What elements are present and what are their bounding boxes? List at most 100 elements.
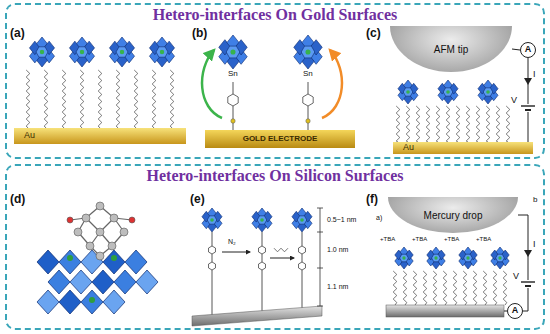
alkyl-chain [443, 271, 447, 305]
node-text: GOLD ELECTRODE [243, 135, 318, 144]
alkyl-chain [506, 106, 510, 142]
heteroatom [446, 90, 450, 94]
atom [86, 242, 94, 250]
current-arrow [524, 78, 532, 85]
bond [317, 268, 323, 269]
alkyl-chain [396, 106, 400, 142]
octahedron [496, 254, 505, 262]
sulfur-atom [306, 119, 310, 123]
dimension-label: 1.1 nm [327, 283, 348, 290]
polyoxometalate-cluster [459, 247, 477, 269]
heteroatom [486, 90, 490, 94]
heteroatom [210, 218, 214, 222]
section-panel: Hetero-interfaces On Silicon SurfacesMer… [5, 164, 545, 330]
node-text: AFM tip [434, 44, 468, 55]
octahedron [156, 47, 168, 57]
alkyl-chain [423, 271, 427, 305]
polyoxometalate-cluster [491, 247, 509, 269]
alkyl-chain [436, 106, 440, 142]
octahedron [136, 270, 158, 294]
ammeter-symbol: A [520, 42, 536, 58]
atom [96, 228, 104, 236]
atom [96, 202, 104, 210]
silicon-substrate [386, 305, 504, 317]
alkyl-chain [134, 70, 138, 128]
alkyl-chain [403, 271, 407, 305]
alkyl-chain [453, 271, 457, 305]
heteroatom [434, 256, 437, 259]
alkyl-chain [476, 106, 480, 142]
panel-letter: (d) [10, 193, 25, 205]
atom [67, 217, 73, 223]
alkyl-chain [496, 106, 500, 142]
polyoxometalate-cluster [29, 37, 54, 67]
counterion-label: +TBA [444, 236, 459, 242]
ammeter-symbol: A [507, 303, 523, 319]
atom [110, 214, 118, 222]
bond [262, 254, 263, 262]
heteroatom [305, 49, 310, 54]
panel-a-figure [26, 37, 174, 128]
voltage-label: V [513, 272, 519, 281]
bond [308, 82, 309, 94]
polyoxometalate-cluster [395, 247, 413, 269]
phenyl-ring [228, 94, 238, 106]
octahedron [70, 270, 92, 294]
wire-gap [520, 280, 536, 288]
bond [302, 232, 303, 246]
octahedron [37, 250, 59, 274]
node-text: Au [24, 131, 35, 141]
bond [262, 270, 263, 311]
alkyl-chain [473, 271, 477, 305]
reaction-arrow [222, 252, 250, 253]
current-label: I [533, 70, 536, 79]
polyoxometalate-cluster [398, 80, 418, 104]
octahedron [403, 88, 413, 96]
atom [82, 214, 90, 222]
phenyl-ring [299, 246, 306, 254]
pom-structure [37, 202, 158, 314]
polyoxometalate-cluster [294, 35, 322, 69]
heteroatom [89, 297, 95, 303]
current-arrow [524, 250, 532, 257]
phenyl-ring [259, 262, 266, 270]
alkyl-chain [406, 106, 410, 142]
octahedron [116, 47, 128, 57]
counterion-label: +TBA [380, 236, 395, 242]
alkyl-chain [152, 70, 156, 128]
sulfur-atom [231, 119, 235, 123]
octahedron [226, 46, 240, 58]
alkyl-chain [274, 248, 288, 252]
atom [96, 252, 104, 260]
polyoxometalate-cluster [219, 35, 247, 69]
dimension-label: 0.5~1 nm [327, 216, 356, 223]
panel-letter: (f) [366, 193, 378, 205]
node-text: A [512, 306, 519, 316]
panel-letter: (e) [190, 193, 205, 205]
polyoxometalate-cluster [202, 208, 222, 232]
panel-e-figure [192, 208, 323, 326]
phenyl-ring [209, 246, 216, 254]
electron-transfer-arrow [202, 50, 222, 118]
alkyl-chain [116, 70, 120, 128]
octahedron [81, 250, 103, 274]
bond [233, 106, 234, 130]
alkyl-chain [80, 70, 84, 128]
panel-c-figure [396, 80, 510, 142]
octahedron [125, 250, 147, 274]
octahedron [464, 254, 473, 262]
panel-b-figure [202, 35, 342, 130]
battery-plate [521, 105, 535, 106]
bond [212, 254, 213, 262]
alkyl-chain [393, 271, 397, 305]
panel-letter: (a) [10, 27, 25, 39]
bond [302, 254, 303, 262]
mercury-drop: Mercury drop [388, 197, 518, 233]
octahedron [36, 47, 48, 57]
bond [262, 232, 263, 246]
heteroatom [300, 218, 304, 222]
alkyl-chain [416, 106, 420, 142]
panel-letter: (c) [366, 27, 381, 39]
reaction-arrow [270, 258, 294, 259]
